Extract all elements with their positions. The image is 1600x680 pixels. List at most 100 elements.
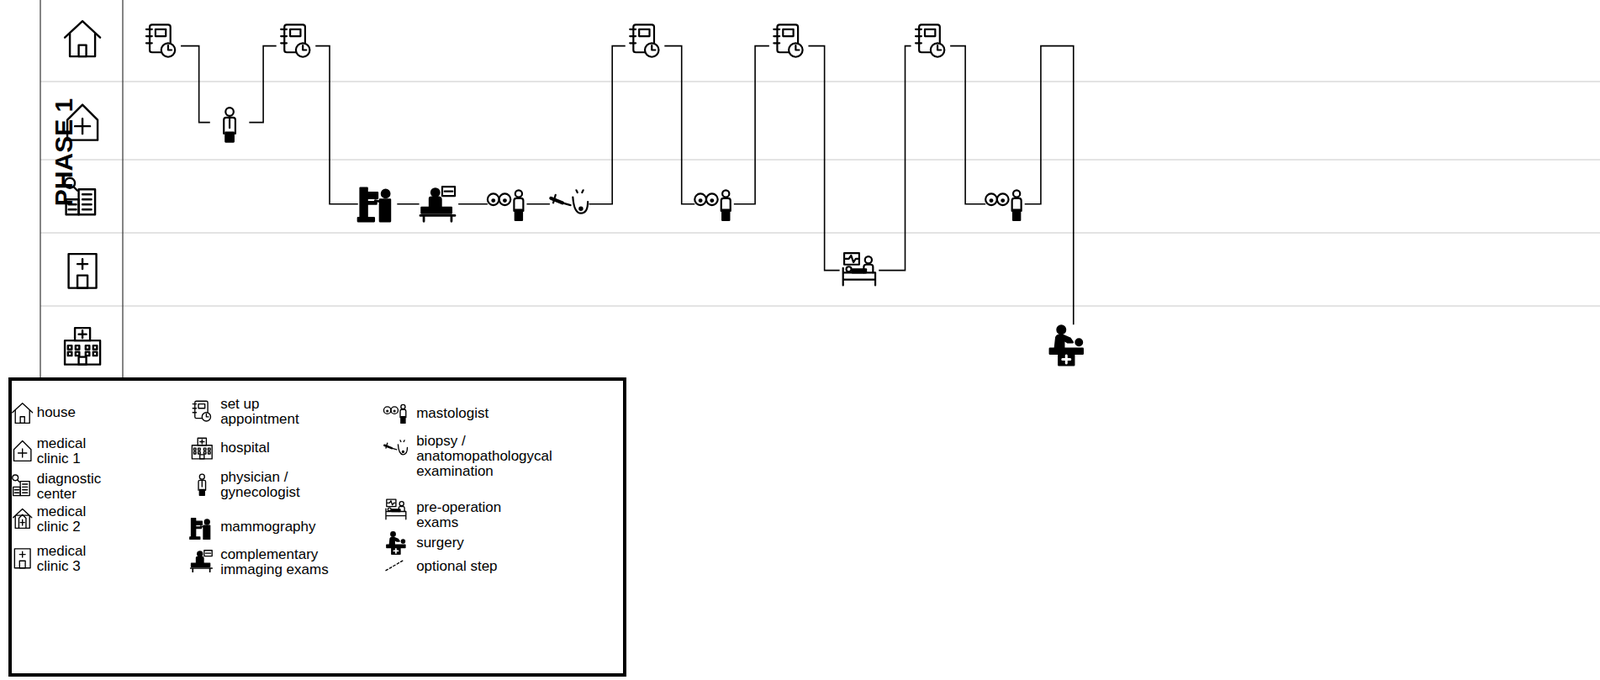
icon-part <box>205 414 209 418</box>
icon-part <box>503 199 507 202</box>
icon-part <box>192 404 196 413</box>
icon-part <box>722 190 729 197</box>
icon-part <box>365 201 376 205</box>
physician-icon <box>198 474 206 496</box>
icon-part <box>161 42 175 57</box>
icon-part <box>390 532 396 537</box>
legend-entry: surgery <box>416 535 518 551</box>
icon-part <box>562 202 571 206</box>
icon-part <box>77 258 88 270</box>
appointment-icon <box>769 22 809 60</box>
icon-part <box>400 440 405 443</box>
icon-part <box>374 200 381 202</box>
icon-part <box>19 560 26 569</box>
icon-part <box>515 210 523 221</box>
icon-part <box>795 45 799 50</box>
icon-part <box>197 438 206 446</box>
icon-part <box>444 190 454 193</box>
preop-icon <box>839 252 880 290</box>
icon-part <box>198 480 206 491</box>
icon-part <box>865 256 872 264</box>
icon-part <box>74 118 90 134</box>
icon-backdrop <box>839 252 880 290</box>
icon-backdrop <box>141 22 181 60</box>
icon-part <box>195 521 203 525</box>
legend-entry: medical clinic 1 <box>36 436 109 467</box>
icon-part <box>387 507 391 512</box>
icon-part <box>401 539 405 544</box>
icon-part <box>365 192 378 199</box>
icon-part <box>208 451 212 455</box>
icon-part <box>431 188 440 197</box>
icon-part <box>788 42 803 57</box>
icon-part <box>629 29 636 43</box>
icon-part <box>69 33 96 57</box>
icon-part <box>387 501 396 506</box>
icon-part <box>390 406 399 415</box>
icon-part <box>146 29 153 43</box>
icon-part <box>386 499 397 507</box>
icon-part <box>18 448 27 458</box>
icon-part <box>85 352 90 357</box>
icon-part <box>990 199 993 202</box>
legend-entry: diagnostic center <box>36 471 109 502</box>
icon-part <box>14 549 31 569</box>
icon-part <box>706 193 719 206</box>
icon-part <box>198 451 201 455</box>
legend-entry: pre-operation exams <box>416 500 518 531</box>
icon-part <box>75 352 80 357</box>
icon-part <box>699 199 703 202</box>
icon-part <box>782 29 793 37</box>
icon-part <box>204 519 210 525</box>
icon-part <box>223 117 236 134</box>
icon-part <box>14 484 27 493</box>
icon-backdrop <box>769 22 809 60</box>
icon-part <box>203 451 206 455</box>
icon-part <box>389 537 400 545</box>
complementary-icon <box>419 185 460 223</box>
icon-part <box>722 210 729 221</box>
icon-part <box>553 195 556 204</box>
icon-part <box>491 199 495 202</box>
appointment-icon <box>192 401 211 422</box>
icon-part <box>64 340 101 365</box>
mammography-icon <box>358 185 398 223</box>
icon-part <box>195 527 202 529</box>
icon-part <box>421 207 452 214</box>
icon-backdrop <box>419 185 460 223</box>
icon-part <box>1062 355 1071 364</box>
icon-part <box>710 199 713 202</box>
icon-part <box>20 481 30 497</box>
icon-part <box>401 404 406 409</box>
icon-part <box>1013 210 1020 221</box>
appointment-icon <box>141 22 181 60</box>
lane-separator <box>40 159 1600 161</box>
icon-part <box>401 417 406 424</box>
icon-backdrop <box>911 22 951 60</box>
icon-part <box>77 275 88 289</box>
legend-entry: complementary immaging exams <box>220 547 334 578</box>
icon-part <box>168 45 172 50</box>
icon-part <box>302 45 307 50</box>
icon-part <box>651 45 655 50</box>
icon-part <box>381 190 391 199</box>
biopsy-icon <box>384 440 407 455</box>
journey-line <box>161 46 1074 338</box>
icon-part <box>638 29 650 37</box>
preop-icon <box>385 499 407 520</box>
icon-part <box>924 29 935 37</box>
icon-part <box>997 193 1009 206</box>
icon-part <box>79 357 87 365</box>
icon-part <box>228 117 231 128</box>
lane-header-border <box>39 0 41 378</box>
icon-part <box>208 448 212 451</box>
icon-part <box>155 29 166 37</box>
icon-part <box>1058 353 1074 366</box>
icon-part <box>844 253 860 265</box>
icon-part <box>13 508 32 529</box>
lane-separator <box>40 232 1600 234</box>
icon-part <box>85 345 90 350</box>
icon-part <box>194 448 197 451</box>
lane-separator <box>40 81 1600 83</box>
